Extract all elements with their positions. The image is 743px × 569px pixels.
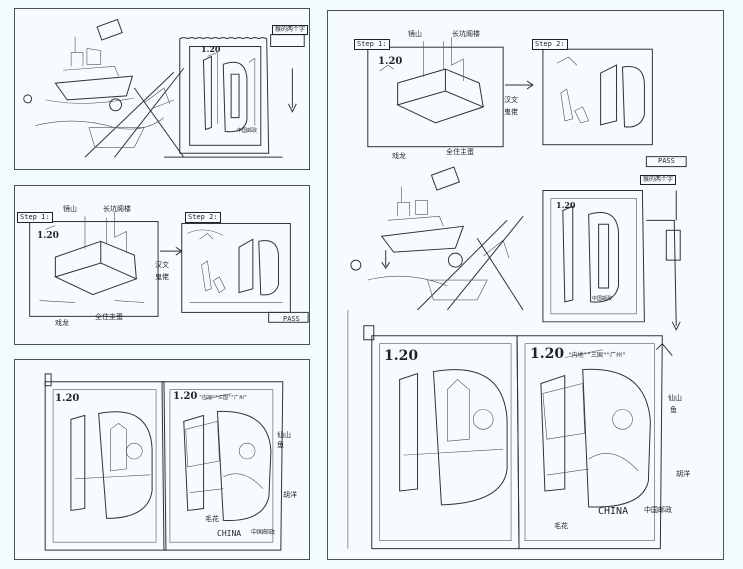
note-top-1: 镜山	[408, 30, 422, 38]
stamp-strip: 中国邮政	[237, 128, 258, 134]
tag-label: 猴的两个字	[272, 25, 309, 35]
note-right: 仙山	[277, 431, 291, 439]
note-right-2: 鬼佬	[155, 273, 169, 281]
step1-label: Step 1:	[354, 39, 390, 50]
tag-label: 猴的两个字	[640, 175, 677, 185]
sketch-panel-2: Step 1: Step 2: 1.20 镜山 长坑阁楼 汉文 鬼佬 戏龙 全住…	[14, 185, 310, 345]
final-price-right: 1.20	[530, 346, 565, 362]
note-mid: 长坑阁楼	[103, 205, 131, 213]
note-right-1: 汉文	[155, 261, 169, 269]
note-left: 镜山	[63, 205, 77, 213]
stamp-price: 1.20	[201, 44, 221, 54]
final-note-right: 仙山	[668, 394, 682, 402]
step2-label: Step 2:	[532, 39, 568, 50]
sketch-drawing-final-stamps	[44, 373, 284, 551]
stamp-post: 中国邮政	[251, 529, 276, 536]
note-bottom-2: 全住主蛋	[446, 148, 474, 156]
stamp-price: 1.20	[37, 231, 59, 241]
sketch-drawing-steps	[29, 211, 309, 323]
pass-badge: PASS	[283, 315, 300, 323]
final-header-right: "内地""三国""广州"	[568, 352, 626, 359]
final-post: 中国邮政	[644, 506, 672, 514]
note-bottom-2: 全住主蛋	[95, 313, 123, 321]
sketch-panel-3: 1.20 1.20 "内地""三国""广州" CHINA 中国邮政 仙山 鱼 胡…	[14, 359, 310, 560]
final-china: CHINA	[598, 506, 629, 517]
step1-label: Step 1:	[17, 212, 53, 223]
sketch-drawing-full-process	[347, 37, 687, 550]
note-bottom: 毛花	[205, 515, 219, 523]
sketch-drawing-ship-stamp	[23, 18, 305, 158]
final-price-left: 1.20	[384, 348, 419, 364]
note-right-2: 鱼	[277, 441, 284, 449]
sketch-panel-4: Step 1: Step 2: 1.20 镜山 长坑阁楼 汉文 鬼佬 戏龙 全住…	[327, 10, 724, 560]
stamp-price-right: 1.20	[173, 391, 198, 402]
note-right-1: 汉文	[504, 96, 518, 104]
stamp-strip: 中国邮政	[592, 296, 613, 302]
final-note-right-2: 鱼	[670, 406, 677, 414]
note-bottom-1: 戏龙	[392, 152, 406, 160]
stamp-price: 1.20	[378, 56, 403, 67]
stamp-price-left: 1.20	[55, 393, 80, 404]
note-right-3: 胡洋	[283, 491, 297, 499]
stamp-china: CHINA	[217, 529, 242, 538]
pass-badge: PASS	[658, 157, 675, 165]
stamp-price-2: 1.20	[556, 200, 576, 210]
final-note-bottom: 毛花	[554, 522, 568, 530]
stamp-header-right: "内地""三国""广州"	[199, 395, 248, 401]
note-bottom-1: 戏龙	[55, 319, 69, 327]
note-top-2: 长坑阁楼	[452, 30, 480, 38]
note-right-2: 鬼佬	[504, 108, 518, 116]
sketch-panel-1: 1.20 猴的两个字 中国邮政	[14, 8, 310, 170]
final-note-right-3: 胡洋	[676, 470, 690, 478]
step2-label: Step 2:	[185, 212, 221, 223]
